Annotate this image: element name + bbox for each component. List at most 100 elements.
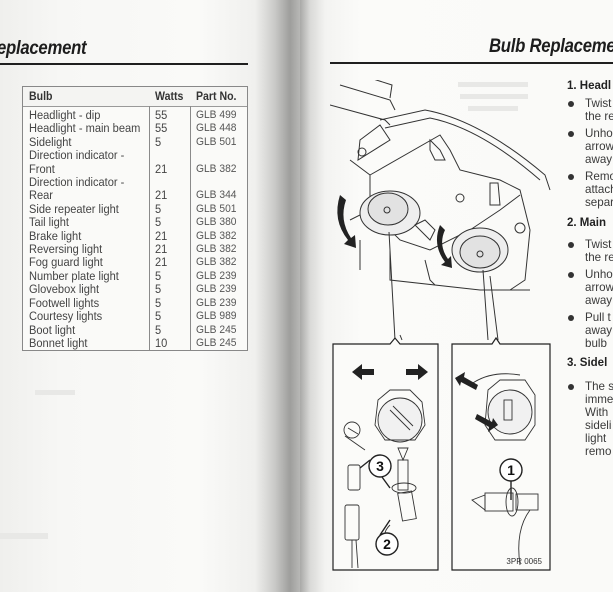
instruction-line: imme: [585, 393, 613, 406]
watts-cell: 10: [155, 335, 168, 350]
part-no-cell: GLB 380: [196, 216, 237, 229]
header-bulb: Bulb: [29, 89, 53, 103]
bulb-cell: Rear: [29, 188, 53, 203]
section-heading: 1. Headl: [567, 80, 612, 92]
dip-bulb-cap-inner: [367, 192, 409, 226]
part-no-cell: GLB 239: [196, 296, 237, 309]
bay-line: [339, 84, 396, 111]
wire: [518, 509, 531, 566]
watts-cell: 21: [155, 228, 168, 243]
instruction-line: Twist: [585, 97, 612, 110]
inset-frame-right: [451, 336, 551, 571]
table-row: Brake light 21 GLB 382: [23, 228, 247, 243]
watts-cell: 5: [155, 282, 162, 297]
part-no-cell: GLB 382: [196, 243, 237, 256]
arrow-diagonal-icon: [475, 414, 498, 432]
bay-line: [379, 109, 551, 191]
watts-cell: 21: [155, 161, 168, 176]
part-no-cell: GLB 448: [196, 122, 237, 135]
bullet-icon: [568, 242, 574, 248]
left-page-title: eplacement: [0, 38, 87, 59]
arrow-left-icon: [352, 364, 374, 380]
watts-cell: 21: [155, 188, 168, 203]
bulb-cell: Direction indicator -: [29, 175, 125, 190]
h1-bulb-body: [397, 459, 409, 491]
holder-plate: [374, 389, 426, 441]
table-row: Footwell lights 5 GLB 239: [23, 295, 247, 310]
bulb-cell: Direction indicator -: [29, 148, 125, 163]
instruction-line: arrow: [585, 140, 613, 153]
bullet-icon: [568, 272, 574, 278]
watts-cell: 5: [155, 295, 162, 310]
bulb-clip: [389, 405, 414, 431]
bleed-through-mark: [468, 106, 518, 111]
watts-cell: 21: [155, 255, 168, 270]
leader-line: [388, 231, 403, 341]
main-bulb-cap-inner: [459, 235, 501, 269]
cap-center: [383, 206, 391, 214]
watts-cell: 21: [155, 242, 168, 257]
instruction-line: away: [585, 153, 613, 166]
instruction-line: the re: [585, 251, 613, 264]
bulb-cell: Reversing light: [29, 242, 103, 257]
instruction-line: remo: [585, 445, 612, 458]
bracket: [357, 124, 391, 161]
callout-1: 1: [507, 462, 515, 478]
bleed-through-mark: [458, 82, 528, 87]
watts-cell: 5: [155, 134, 162, 149]
instruction-line: light: [585, 432, 607, 445]
instruction-line: attach: [585, 183, 613, 196]
callout-leader: [379, 519, 391, 536]
bulb-cell: Brake light: [29, 228, 82, 243]
sidelight-wire: [344, 427, 366, 451]
bullet-icon: [568, 174, 574, 180]
bulb-cell: Footwell lights: [29, 295, 100, 310]
left-title-rule: [0, 63, 248, 65]
instruction-line: With: [585, 406, 609, 419]
watts-cell: 5: [155, 268, 162, 283]
bullet-icon: [568, 101, 574, 107]
callout-leader: [359, 459, 391, 489]
arrow-diagonal-icon: [455, 372, 478, 390]
bulb-cell: Sidelight: [29, 134, 72, 149]
rotate-arrow-icon: [337, 195, 356, 248]
panel-line: [359, 240, 530, 291]
instruction-line: bulb: [585, 337, 607, 350]
bay-line: [374, 80, 393, 99]
instruction-line: the re: [585, 110, 613, 123]
bullet-icon: [568, 315, 574, 321]
table-row: Rear 21 GLB 344: [23, 188, 247, 203]
part-no-cell: GLB 382: [196, 229, 237, 242]
part-no-cell: GLB 245: [196, 336, 237, 349]
part-no-cell: GLB 382: [196, 162, 237, 175]
h1-bulb-base: [515, 493, 539, 511]
header-watts: Watts: [155, 89, 184, 103]
bulb-clip: [503, 399, 513, 421]
bolt: [514, 222, 526, 234]
instruction-line: The s: [585, 380, 613, 393]
bleed-through-mark: [35, 390, 75, 395]
sidelight-socket: [343, 421, 361, 439]
table-header: Bulb Watts Part No.: [23, 87, 247, 107]
instruction-line: separ: [585, 196, 613, 209]
bolt: [357, 147, 367, 157]
wire: [351, 539, 359, 569]
column-divider: [149, 106, 150, 350]
h1-bulb-tip: [397, 447, 409, 462]
section-heading: 2. Main: [567, 217, 606, 229]
instruction-line: Remo: [585, 170, 613, 183]
part-no-cell: GLB 239: [196, 283, 237, 296]
callout-2: 2: [383, 536, 391, 552]
instruction-line: Unho: [585, 127, 613, 140]
part-no-cell: GLB 344: [196, 189, 237, 202]
h1-bulb-body: [484, 492, 514, 512]
